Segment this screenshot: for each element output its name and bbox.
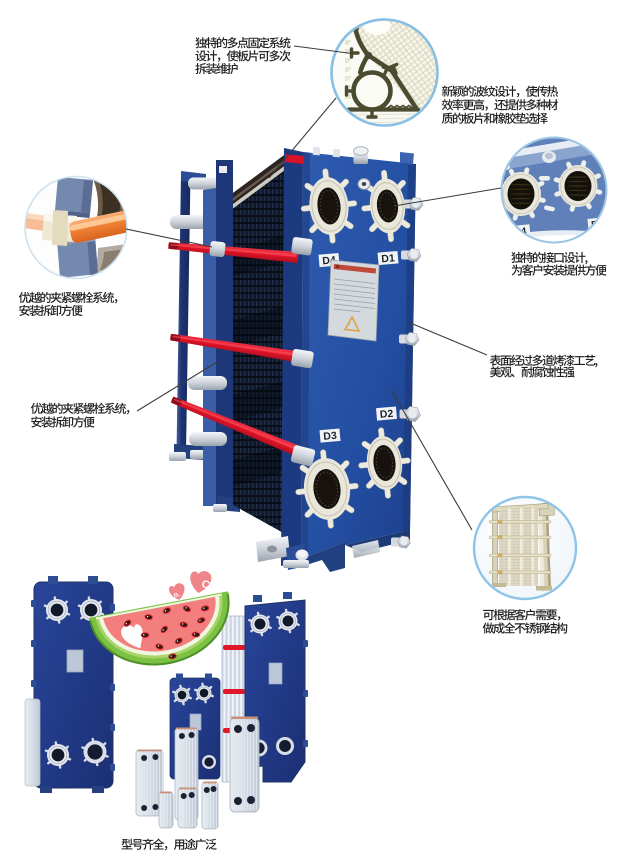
svg-text:o.: o.	[173, 591, 180, 599]
svg-text:D2: D2	[379, 408, 394, 421]
svg-text:D3: D3	[323, 430, 338, 443]
svg-text:C: C	[200, 578, 211, 592]
svg-text:D1: D1	[381, 252, 396, 265]
svg-text:!: !	[349, 323, 350, 329]
